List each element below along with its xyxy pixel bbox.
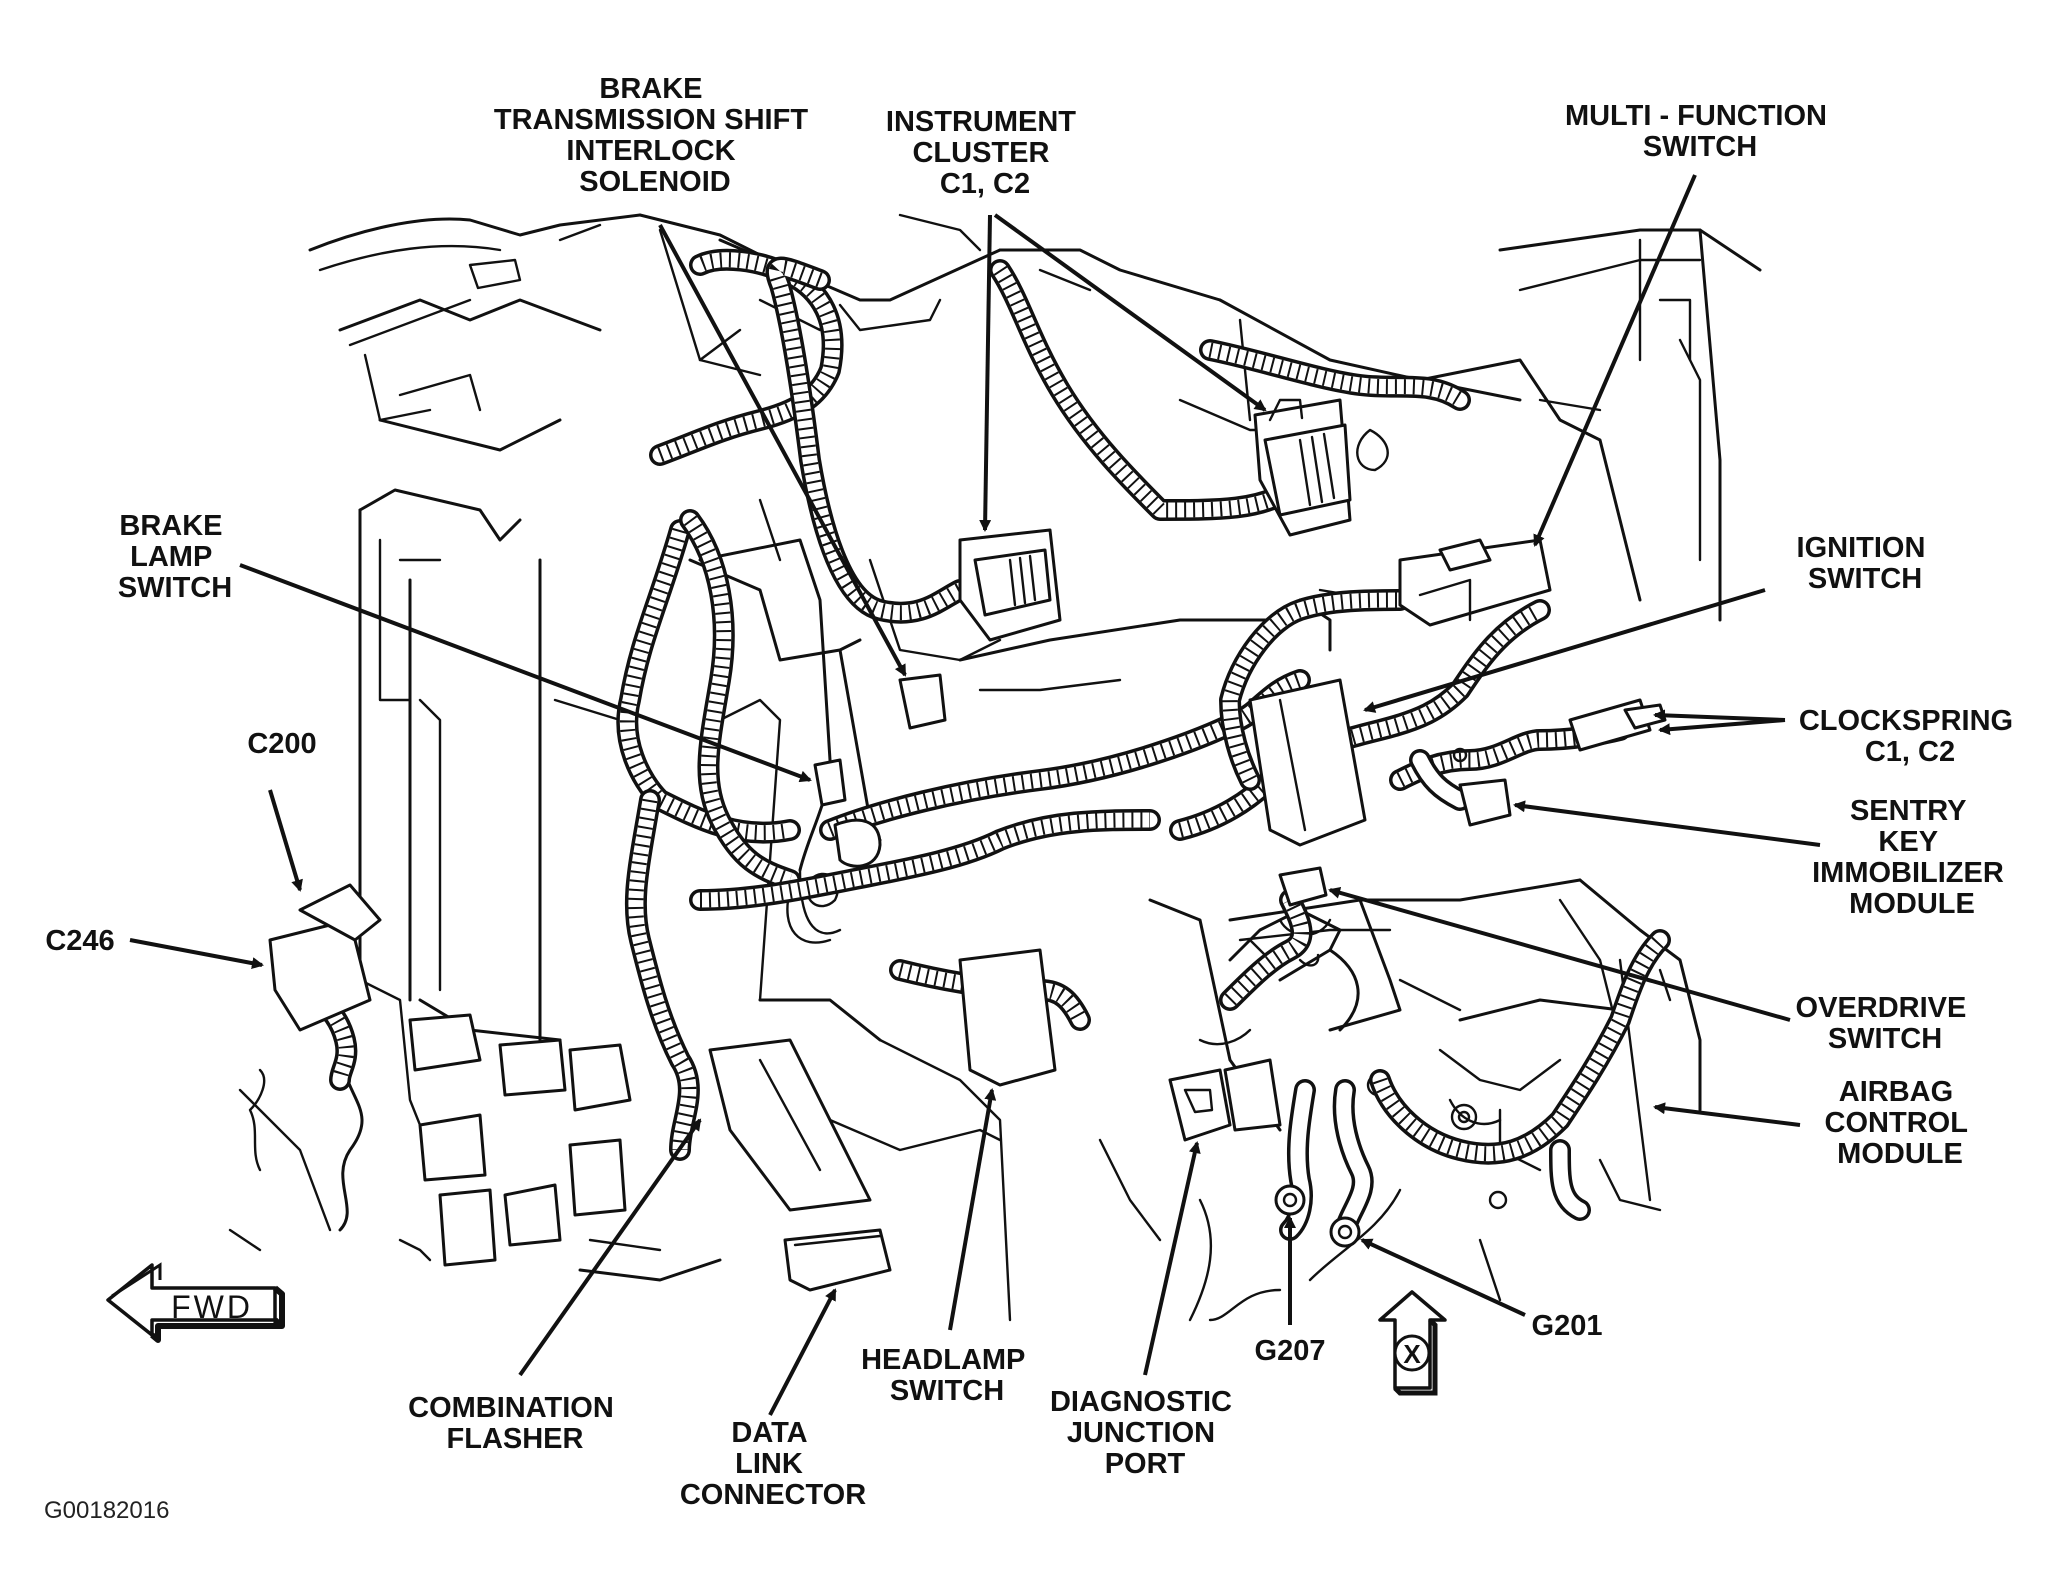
overdrive-switch bbox=[1278, 866, 1328, 907]
label-instrument-cluster: INSTRUMENT CLUSTER C1, C2 bbox=[886, 106, 1084, 200]
label-c200: C200 bbox=[247, 728, 316, 760]
leader-clockspring-c2 bbox=[1658, 718, 1786, 736]
dashboard-line-art bbox=[228, 213, 1762, 1322]
label-c246: C246 bbox=[45, 925, 114, 957]
leader-overdrive-switch bbox=[1328, 886, 1791, 1022]
figure-code: G00182016 bbox=[44, 1497, 169, 1524]
leader-arrows bbox=[129, 174, 1821, 1416]
view-x-marker: X bbox=[1378, 1290, 1447, 1396]
leader-clockspring-c1 bbox=[1653, 709, 1786, 722]
label-sentry-key-immobilizer-module: SENTRY KEY IMMOBILIZER MODULE bbox=[1812, 795, 2012, 920]
label-multi-function-switch: MULTI - FUNCTION SWITCH bbox=[1565, 100, 1835, 163]
ignition-switch bbox=[1248, 678, 1367, 847]
diagnostic-junction-port bbox=[1168, 1058, 1282, 1142]
leader-interlock-solenoid bbox=[658, 224, 907, 677]
label-diagnostic-junction-port: DIAGNOSTIC JUNCTION PORT bbox=[1050, 1386, 1240, 1480]
components bbox=[268, 398, 1667, 1292]
instrument-cluster-connector-c1 bbox=[958, 528, 1062, 642]
leader-diagnostic-junction-port bbox=[1143, 1141, 1201, 1376]
connector-c200-c246 bbox=[268, 883, 382, 1032]
view-x-label: X bbox=[1403, 1339, 1421, 1369]
label-airbag-control-module: AIRBAG CONTROL MODULE bbox=[1825, 1076, 1976, 1170]
leader-g201 bbox=[1360, 1238, 1526, 1317]
multi-function-switch-connector bbox=[1398, 538, 1552, 627]
combination-flasher bbox=[708, 1038, 872, 1212]
leader-data-link-connector bbox=[768, 1288, 837, 1416]
leader-airbag-control-module bbox=[1653, 1102, 1801, 1127]
label-data-link-connector: DATA LINK CONNECTOR bbox=[680, 1417, 866, 1511]
label-headlamp-switch: HEADLAMP SWITCH bbox=[861, 1344, 1033, 1407]
fwd-label: FWD bbox=[171, 1289, 253, 1325]
leader-sentry-key bbox=[1513, 800, 1821, 847]
ground-g207 bbox=[1274, 1184, 1306, 1216]
brake-transmission-shift-interlock-solenoid bbox=[898, 673, 947, 730]
forward-direction-arrow: FWD bbox=[106, 1262, 285, 1343]
label-overdrive-switch: OVERDRIVE SWITCH bbox=[1796, 992, 1975, 1055]
label-ignition-switch: IGNITION SWITCH bbox=[1797, 532, 1934, 595]
leader-instrument-cluster-c2 bbox=[993, 213, 1267, 412]
brake-lamp-switch bbox=[813, 758, 882, 868]
instrument-cluster-connector-c2 bbox=[1253, 398, 1352, 537]
label-brake-transmission-shift-interlock-solenoid: BRAKE TRANSMISSION SHIFT INTERLOCK SOLEN… bbox=[494, 73, 816, 198]
leader-c246 bbox=[129, 938, 264, 970]
leader-ignition-switch bbox=[1363, 588, 1766, 713]
leader-c200 bbox=[268, 789, 303, 892]
leader-headlamp-switch bbox=[948, 1088, 997, 1331]
label-combination-flasher: COMBINATION FLASHER bbox=[408, 1392, 622, 1455]
leader-combination-flasher bbox=[518, 1118, 702, 1377]
ground-g201 bbox=[1329, 1216, 1361, 1248]
label-g201: G201 bbox=[1532, 1310, 1603, 1342]
leader-brake-lamp-switch bbox=[239, 563, 812, 783]
leader-multi-function-switch bbox=[1533, 174, 1697, 547]
callout-labels: BRAKE TRANSMISSION SHIFT INTERLOCK SOLEN… bbox=[45, 73, 2021, 1511]
label-g207: G207 bbox=[1255, 1335, 1326, 1367]
headlamp-switch bbox=[958, 948, 1057, 1087]
label-brake-lamp-switch: BRAKE LAMP SWITCH bbox=[118, 510, 232, 604]
leader-instrument-cluster-c1 bbox=[979, 214, 992, 532]
sentry-key-immobilizer-module bbox=[1458, 778, 1512, 827]
relay-block bbox=[408, 1013, 632, 1267]
label-clockspring: CLOCKSPRING C1, C2 bbox=[1799, 705, 2021, 768]
data-link-connector bbox=[783, 1228, 892, 1292]
